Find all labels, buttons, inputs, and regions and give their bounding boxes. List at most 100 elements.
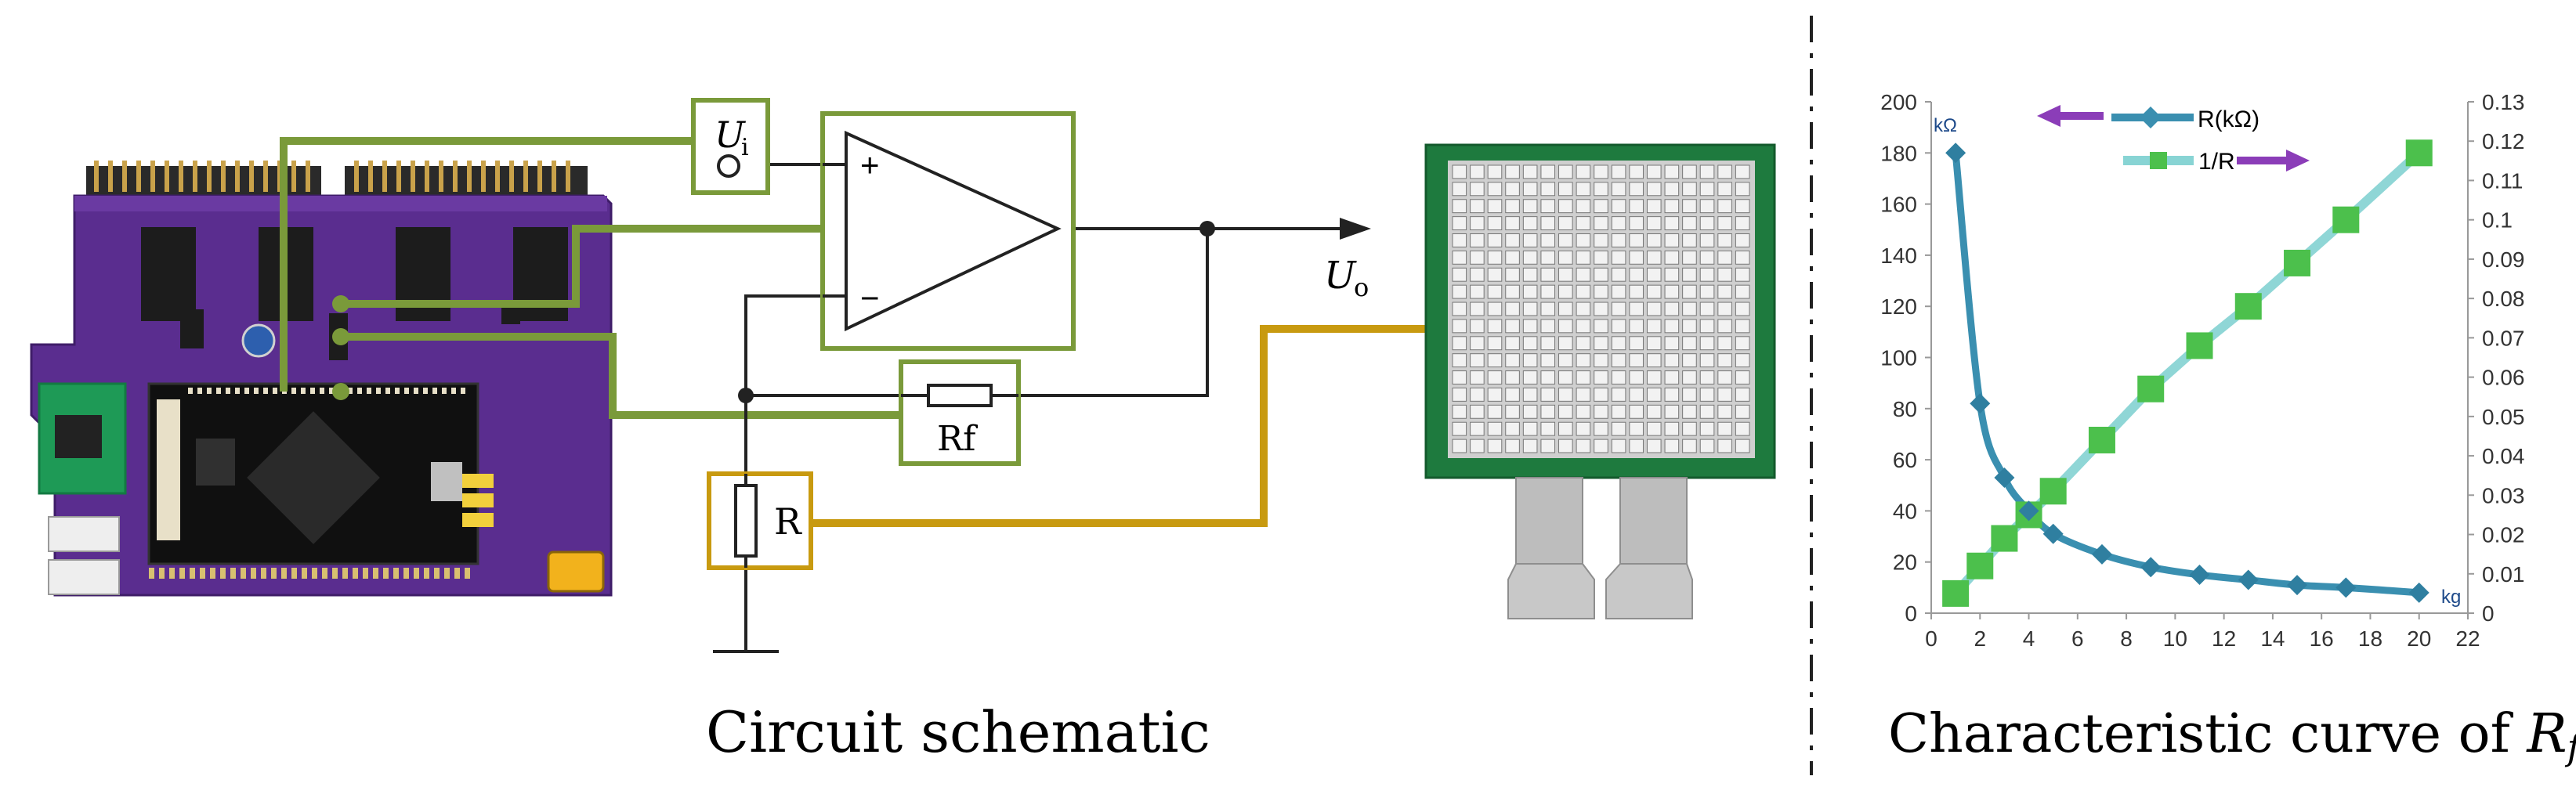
ground-resistor-box: R <box>707 471 813 570</box>
series-point-r <box>2238 569 2259 590</box>
legend-left-arrow-icon <box>2037 105 2060 127</box>
input-terminal-box: U i <box>691 98 770 195</box>
y-right-tick-label: 0.09 <box>2482 247 2525 272</box>
opamp-plus-sign: + <box>860 146 880 183</box>
series-point-r <box>2189 565 2210 586</box>
input-voltage-subscript: i <box>741 134 749 161</box>
output-arrow-icon <box>1340 218 1371 240</box>
output-voltage-subscript: o <box>1354 273 1369 302</box>
y-left-tick-label: 140 <box>1880 244 1917 268</box>
wire-pcb-to-opamp-plus <box>337 225 827 308</box>
unit-x-label: kg <box>2441 587 2461 608</box>
y-right-tick-label: 0.05 <box>2482 405 2525 429</box>
wire-pcb-to-rf <box>337 333 905 419</box>
x-tick-label: 20 <box>2407 626 2431 651</box>
series-point-inv-r <box>2039 478 2067 505</box>
series-point-r <box>2140 557 2162 578</box>
chart-legend: R(kΩ) 1/R <box>2037 105 2310 175</box>
series-point-r <box>1945 143 1966 164</box>
y-right-tick-label: 0.02 <box>2482 523 2525 547</box>
series-point-inv-r <box>2137 375 2165 403</box>
y-right-tick-label: 0.06 <box>2482 366 2525 390</box>
chart-series <box>1942 139 2433 607</box>
y-left-tick-label: 200 <box>1880 90 1917 114</box>
x-tick-label: 6 <box>2071 626 2084 651</box>
opamp-minus-sign: − <box>860 280 880 316</box>
junction-dot <box>332 383 349 400</box>
y-right-tick-label: 0.01 <box>2482 562 2525 587</box>
y-right-tick-label: 0.08 <box>2482 287 2525 311</box>
unit-left-label: kΩ <box>1934 115 1957 136</box>
series-point-inv-r <box>2234 293 2262 320</box>
input-voltage-label: U <box>715 114 747 156</box>
chart-axes <box>1925 101 2474 619</box>
y-right-tick-label: 0.03 <box>2482 483 2525 507</box>
y-left-tick-label: 0 <box>1905 601 1917 626</box>
series-point-inv-r <box>2405 139 2433 167</box>
y-right-tick-label: 0.11 <box>2482 168 2523 193</box>
legend-square-marker-icon <box>2150 152 2167 169</box>
output-voltage-label: U <box>1324 254 1357 298</box>
series-point-inv-r <box>1991 525 2018 552</box>
schematic-caption: Circuit schematic <box>706 699 1210 765</box>
x-tick-label: 0 <box>1925 626 1937 651</box>
legend-diamond-marker-icon <box>2140 106 2162 128</box>
series-point-r <box>2287 575 2308 596</box>
series-point-inv-r <box>2088 426 2115 453</box>
feedback-resistor-label: Rf <box>937 419 978 459</box>
y-left-tick-label: 40 <box>1893 499 1917 523</box>
y-right-tick-label: 0 <box>2482 601 2495 626</box>
series-point-r <box>2018 500 2039 522</box>
x-tick-label: 2 <box>1974 626 1986 651</box>
y-left-tick-label: 20 <box>1893 551 1917 575</box>
series-point-inv-r <box>2332 206 2360 233</box>
circuit-wires <box>280 137 1485 653</box>
junction-dot <box>332 295 349 312</box>
y-left-tick-label: 80 <box>1893 397 1917 421</box>
series-point-r <box>2408 582 2429 603</box>
wire-pcb-to-ui <box>280 137 697 392</box>
legend-label-inv: 1/R <box>2198 149 2235 175</box>
ground-resistor-label: R <box>774 500 802 543</box>
y-left-tick-label: 100 <box>1880 346 1917 370</box>
x-tick-label: 22 <box>2455 626 2480 651</box>
y-right-tick-label: 0.07 <box>2482 326 2525 350</box>
x-tick-label: 12 <box>2212 626 2236 651</box>
junction-dot <box>738 388 754 403</box>
x-tick-label: 4 <box>2023 626 2035 651</box>
series-point-inv-r <box>1966 552 1994 579</box>
pcb-board-photo <box>30 161 613 597</box>
y-left-tick-label: 120 <box>1880 294 1917 319</box>
opamp-triangle-icon <box>845 130 1062 332</box>
series-point-r <box>1994 467 2015 488</box>
legend-label-r: R(kΩ) <box>2198 106 2259 132</box>
series-point-r <box>1970 393 1991 414</box>
opamp-box: + − <box>820 111 1076 351</box>
series-point-r <box>2335 577 2357 598</box>
y-left-tick-label: 180 <box>1880 141 1917 165</box>
force-sensor-photo <box>1424 143 1776 619</box>
series-point-r <box>2091 543 2112 565</box>
y-left-tick-label: 60 <box>1893 448 1917 472</box>
wire-r-to-sensor <box>807 325 1481 527</box>
junction-dot <box>1199 221 1215 236</box>
chart-caption: Characteristic curve of Rf <box>1888 703 2576 768</box>
x-tick-label: 14 <box>2260 626 2285 651</box>
y-right-tick-label: 0.04 <box>2482 444 2525 468</box>
legend-right-arrow-icon <box>2286 150 2310 171</box>
y-right-tick-label: 0.12 <box>2482 129 2525 153</box>
x-tick-label: 16 <box>2310 626 2334 651</box>
y-right-tick-label: 0.1 <box>2482 208 2513 233</box>
series-point-inv-r <box>2284 249 2311 276</box>
series-point-r <box>2042 523 2064 544</box>
x-tick-label: 8 <box>2120 626 2133 651</box>
x-tick-label: 10 <box>2163 626 2187 651</box>
junction-dot <box>332 328 349 345</box>
series-point-inv-r <box>1942 579 1970 607</box>
feedback-resistor-box: Rf <box>899 359 1021 466</box>
y-right-tick-label: 0.13 <box>2482 90 2525 114</box>
x-tick-label: 18 <box>2358 626 2382 651</box>
